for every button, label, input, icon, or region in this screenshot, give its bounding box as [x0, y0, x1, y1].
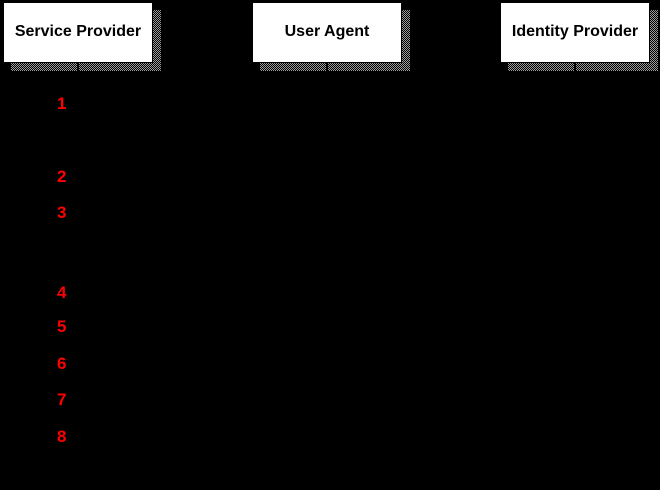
lifeline-service-provider: [77, 63, 79, 468]
actor-service-provider: Service Provider: [3, 2, 161, 468]
step-number-7: 7: [57, 390, 67, 409]
step-number-5: 5: [57, 317, 67, 336]
actor-user-agent: User Agent: [252, 2, 410, 468]
actor-identity-provider: Identity Provider: [500, 2, 658, 468]
actor-box-service-provider: Service Provider: [3, 2, 153, 63]
step-number-4: 4: [57, 283, 67, 302]
actor-label-service-provider: Service Provider: [14, 22, 142, 40]
step-number-3: 3: [57, 203, 67, 222]
lifeline-identity-provider: [574, 63, 576, 468]
step-number-8: 8: [57, 427, 67, 446]
actor-box-user-agent: User Agent: [252, 2, 402, 63]
step-number-2: 2: [57, 167, 67, 186]
actor-box-identity-provider: Identity Provider: [500, 2, 650, 63]
lifeline-user-agent: [326, 63, 328, 468]
actor-label-identity-provider: Identity Provider: [511, 22, 639, 40]
actor-label-user-agent: User Agent: [284, 22, 370, 40]
step-number-1: 1: [57, 94, 67, 113]
step-number-6: 6: [57, 354, 67, 373]
